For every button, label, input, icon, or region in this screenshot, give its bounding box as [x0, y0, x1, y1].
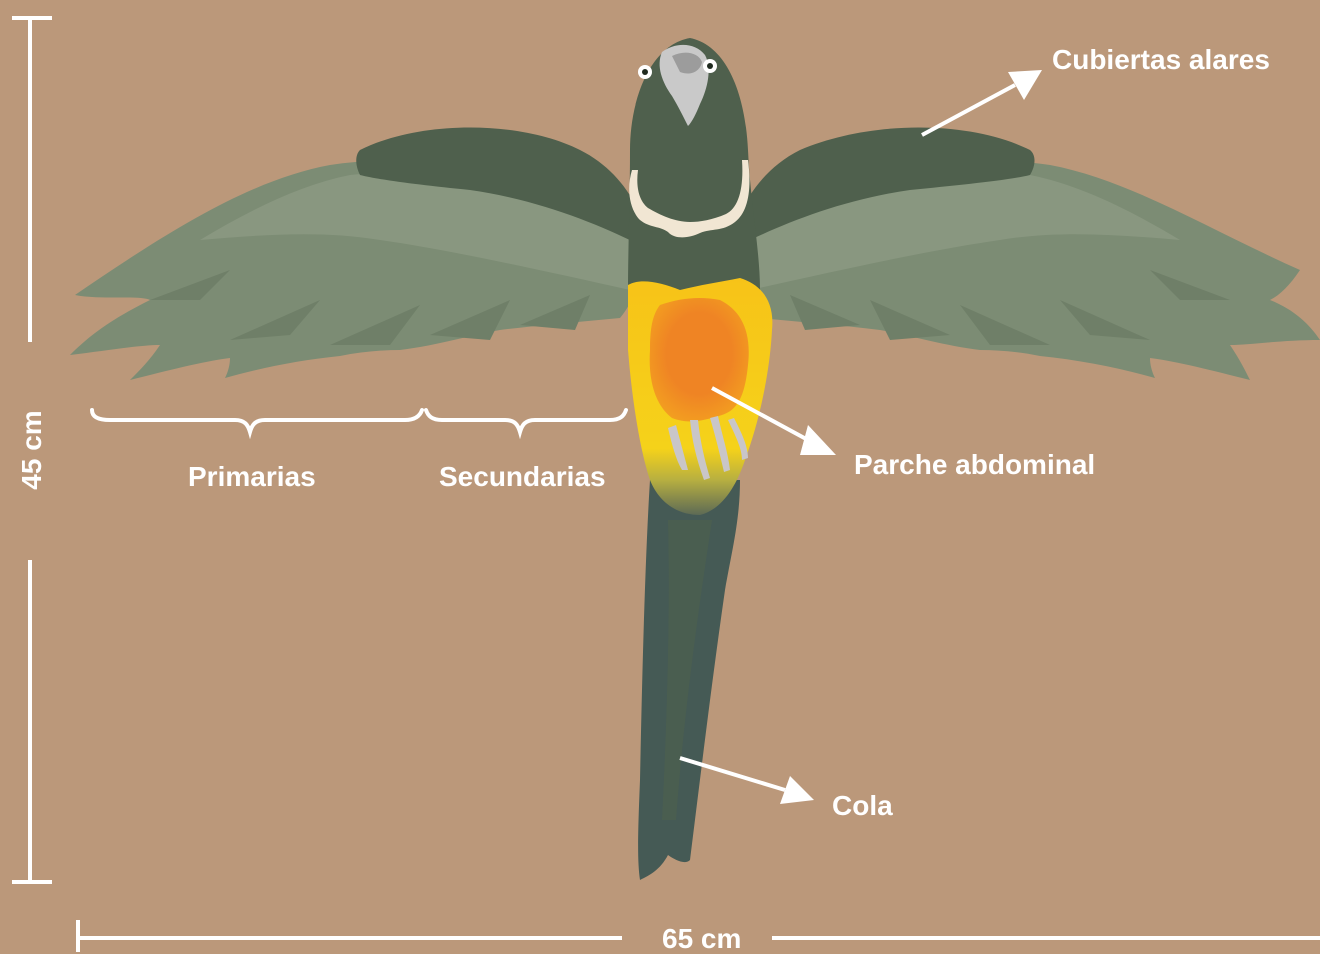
- abdominal-patch-shape: [650, 298, 749, 421]
- width-label: 65 cm: [662, 925, 741, 953]
- height-label: 45 cm: [18, 410, 46, 490]
- primaries-bracket: [92, 410, 422, 432]
- coverts-label: Cubiertas alares: [1052, 46, 1270, 74]
- right-wing: [740, 128, 1320, 381]
- abdominal-patch-label: Parche abdominal: [854, 451, 1095, 479]
- primaries-label: Primarias: [188, 463, 316, 491]
- abdominal-arrowhead: [800, 425, 836, 455]
- coverts-arrow-line: [922, 85, 1015, 135]
- tail-label: Cola: [832, 792, 893, 820]
- secondaries-label: Secundarias: [439, 463, 606, 491]
- tail-arrowhead: [780, 776, 814, 804]
- left-wing: [70, 128, 640, 381]
- secondaries-bracket: [426, 410, 626, 432]
